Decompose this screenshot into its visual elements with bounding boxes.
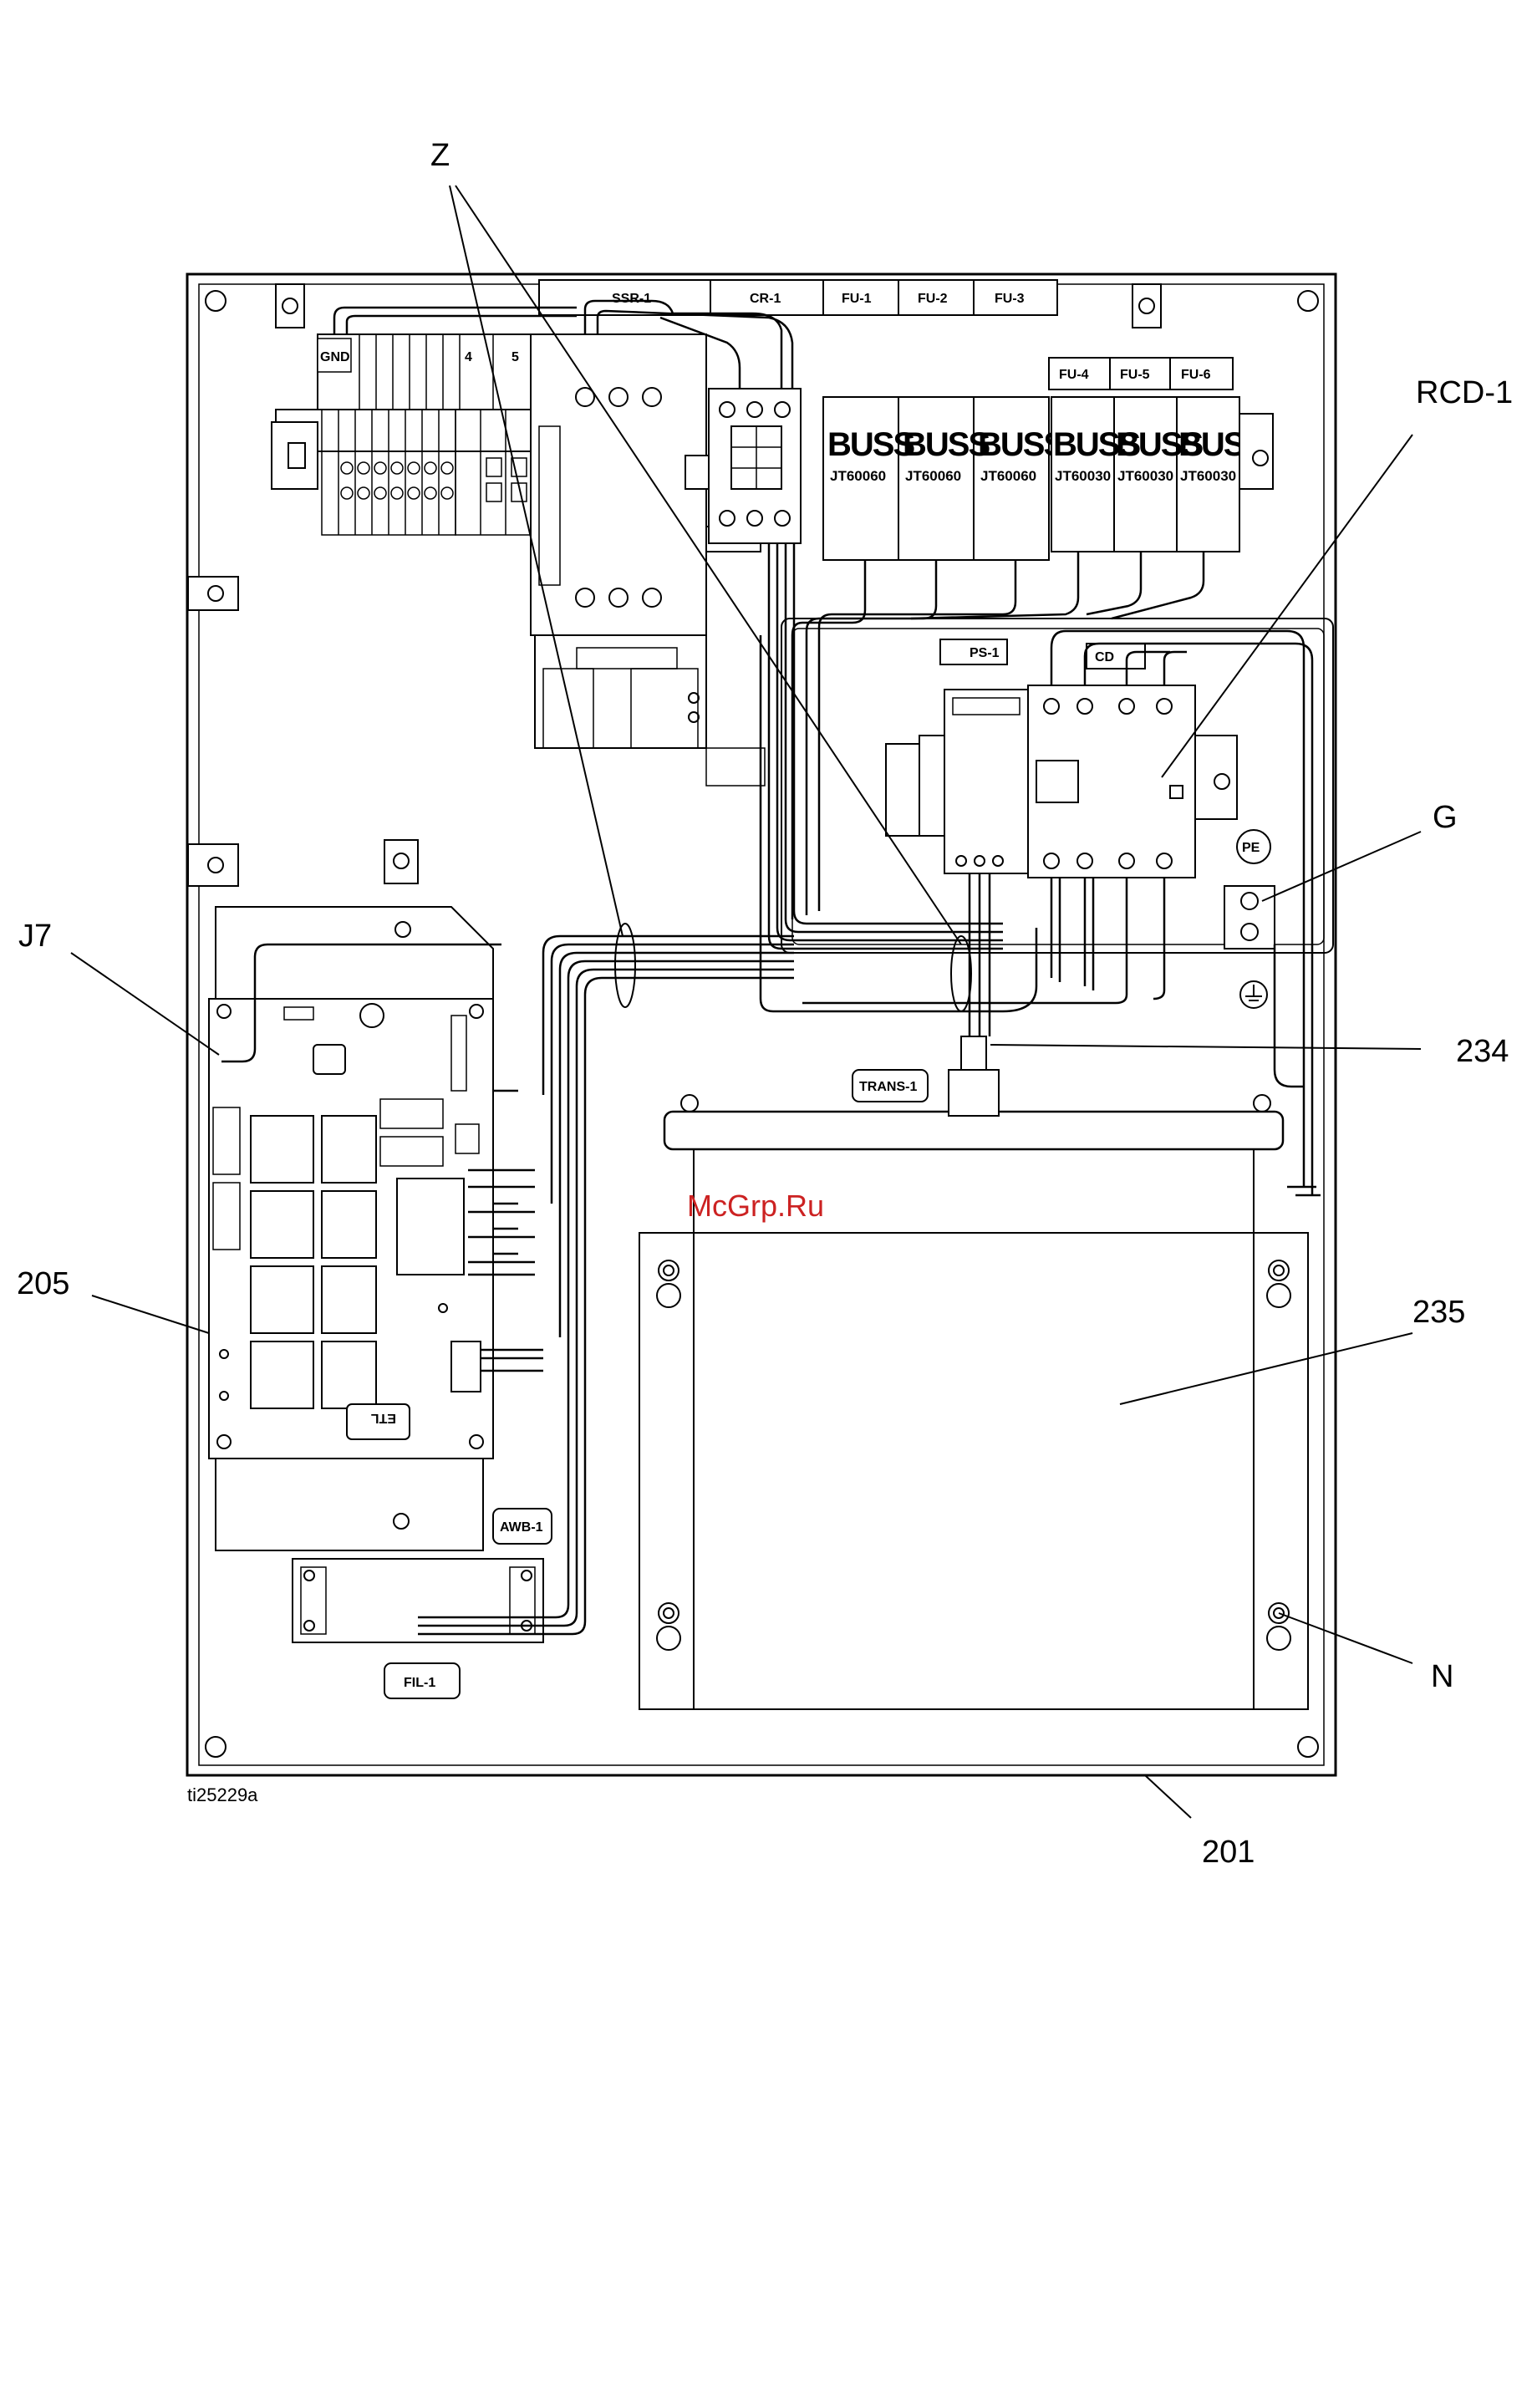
tag-trans1: TRANS-1 bbox=[859, 1080, 917, 1094]
tag-rcd: CD bbox=[1095, 650, 1114, 664]
figure-id: ti25229a bbox=[187, 1784, 258, 1805]
fuse-fu2-brand: BUSS bbox=[903, 426, 990, 463]
line-filter-fil-1: FIL-1 bbox=[293, 1559, 543, 1698]
tag-fil1: FIL-1 bbox=[404, 1676, 435, 1690]
callout-201: 201 bbox=[1202, 1835, 1255, 1870]
fuse-fu1-brand: BUSS bbox=[827, 426, 914, 463]
callout-235: 235 bbox=[1412, 1295, 1465, 1330]
terminal-5: 5 bbox=[512, 350, 519, 364]
fuse-fu2-model: JT60060 bbox=[905, 468, 961, 484]
tag-cr1: CR-1 bbox=[750, 292, 781, 306]
tag-fu4: FU-4 bbox=[1059, 368, 1089, 382]
tag-ssr1: SSR-1 bbox=[612, 292, 651, 306]
terminal-gnd: GND bbox=[320, 350, 350, 364]
fuse-fu1-model: JT60060 bbox=[830, 468, 886, 484]
fuse-holders-large: BUSS BUSS BUSS JT60060 JT60060 JT60060 bbox=[823, 397, 1065, 560]
callout-205: 205 bbox=[17, 1266, 69, 1301]
tag-pe: PE bbox=[1242, 841, 1260, 855]
callout-z: Z bbox=[430, 138, 450, 173]
transformer-235: TRANS-1 bbox=[639, 1036, 1308, 1709]
watermark: McGrp.Ru bbox=[687, 1189, 824, 1223]
callout-g: G bbox=[1433, 800, 1458, 835]
tag-fu6: FU-6 bbox=[1181, 368, 1211, 382]
tag-fu3: FU-3 bbox=[995, 292, 1025, 306]
callout-rcd1: RCD-1 bbox=[1416, 375, 1513, 410]
terminal-block-strip: GND 4 5 bbox=[272, 334, 535, 535]
tag-fu2: FU-2 bbox=[918, 292, 948, 306]
fuse-fu3-model: JT60060 bbox=[980, 468, 1036, 484]
terminal-4: 4 bbox=[465, 350, 472, 364]
fuse-fu6-model: JT60030 bbox=[1180, 468, 1236, 484]
callout-n: N bbox=[1431, 1659, 1453, 1694]
callout-234: 234 bbox=[1456, 1034, 1509, 1069]
tag-fu5: FU-5 bbox=[1120, 368, 1150, 382]
fuse-holders-small: BUSS BUSS BUSS JT60030 JT60030 JT60030 bbox=[1051, 397, 1273, 552]
fuse-fu4-model: JT60030 bbox=[1055, 468, 1111, 484]
tag-awb1: AWB-1 bbox=[500, 1520, 543, 1535]
tag-ps1: PS-1 bbox=[970, 646, 1000, 660]
etl-mark: ETL bbox=[371, 1411, 396, 1425]
tag-fu1: FU-1 bbox=[842, 292, 872, 306]
fuse-fu5-model: JT60030 bbox=[1117, 468, 1173, 484]
callout-j7: J7 bbox=[18, 919, 52, 954]
